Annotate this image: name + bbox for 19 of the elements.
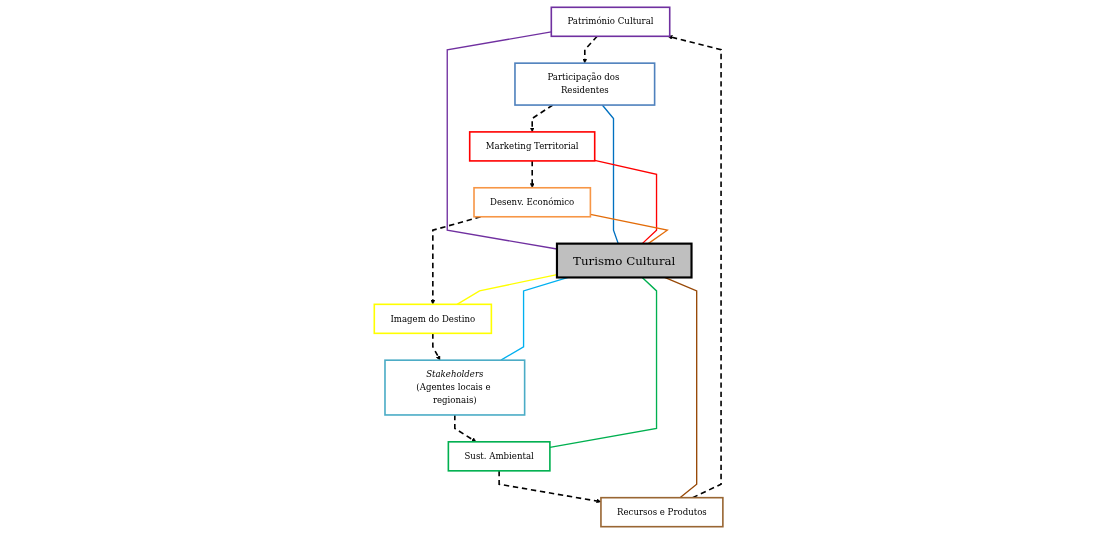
connector (589, 213, 669, 244)
node-box: Desenv. Económico (473, 186, 592, 218)
connector (601, 103, 619, 244)
node-box: Património Cultural (550, 6, 671, 37)
node-box: Stakeholders (Agentes locais e regionais) (384, 358, 526, 416)
arrow (431, 332, 441, 360)
connector (593, 159, 658, 244)
node-box: Recursos e Produtos (600, 496, 724, 527)
arrow (529, 103, 554, 132)
node-box: Imagem do Destino (373, 303, 493, 334)
arrow (667, 34, 722, 498)
connector (549, 276, 658, 448)
arrow (529, 159, 535, 188)
node-box: Turismo Cultural (555, 242, 693, 279)
node-box: Participação dos Residentes (514, 61, 656, 106)
node-box: Marketing Territorial (468, 130, 596, 162)
arrow (582, 35, 598, 63)
arrow (453, 413, 477, 442)
node-box: Sust. Ambiental (447, 440, 551, 472)
